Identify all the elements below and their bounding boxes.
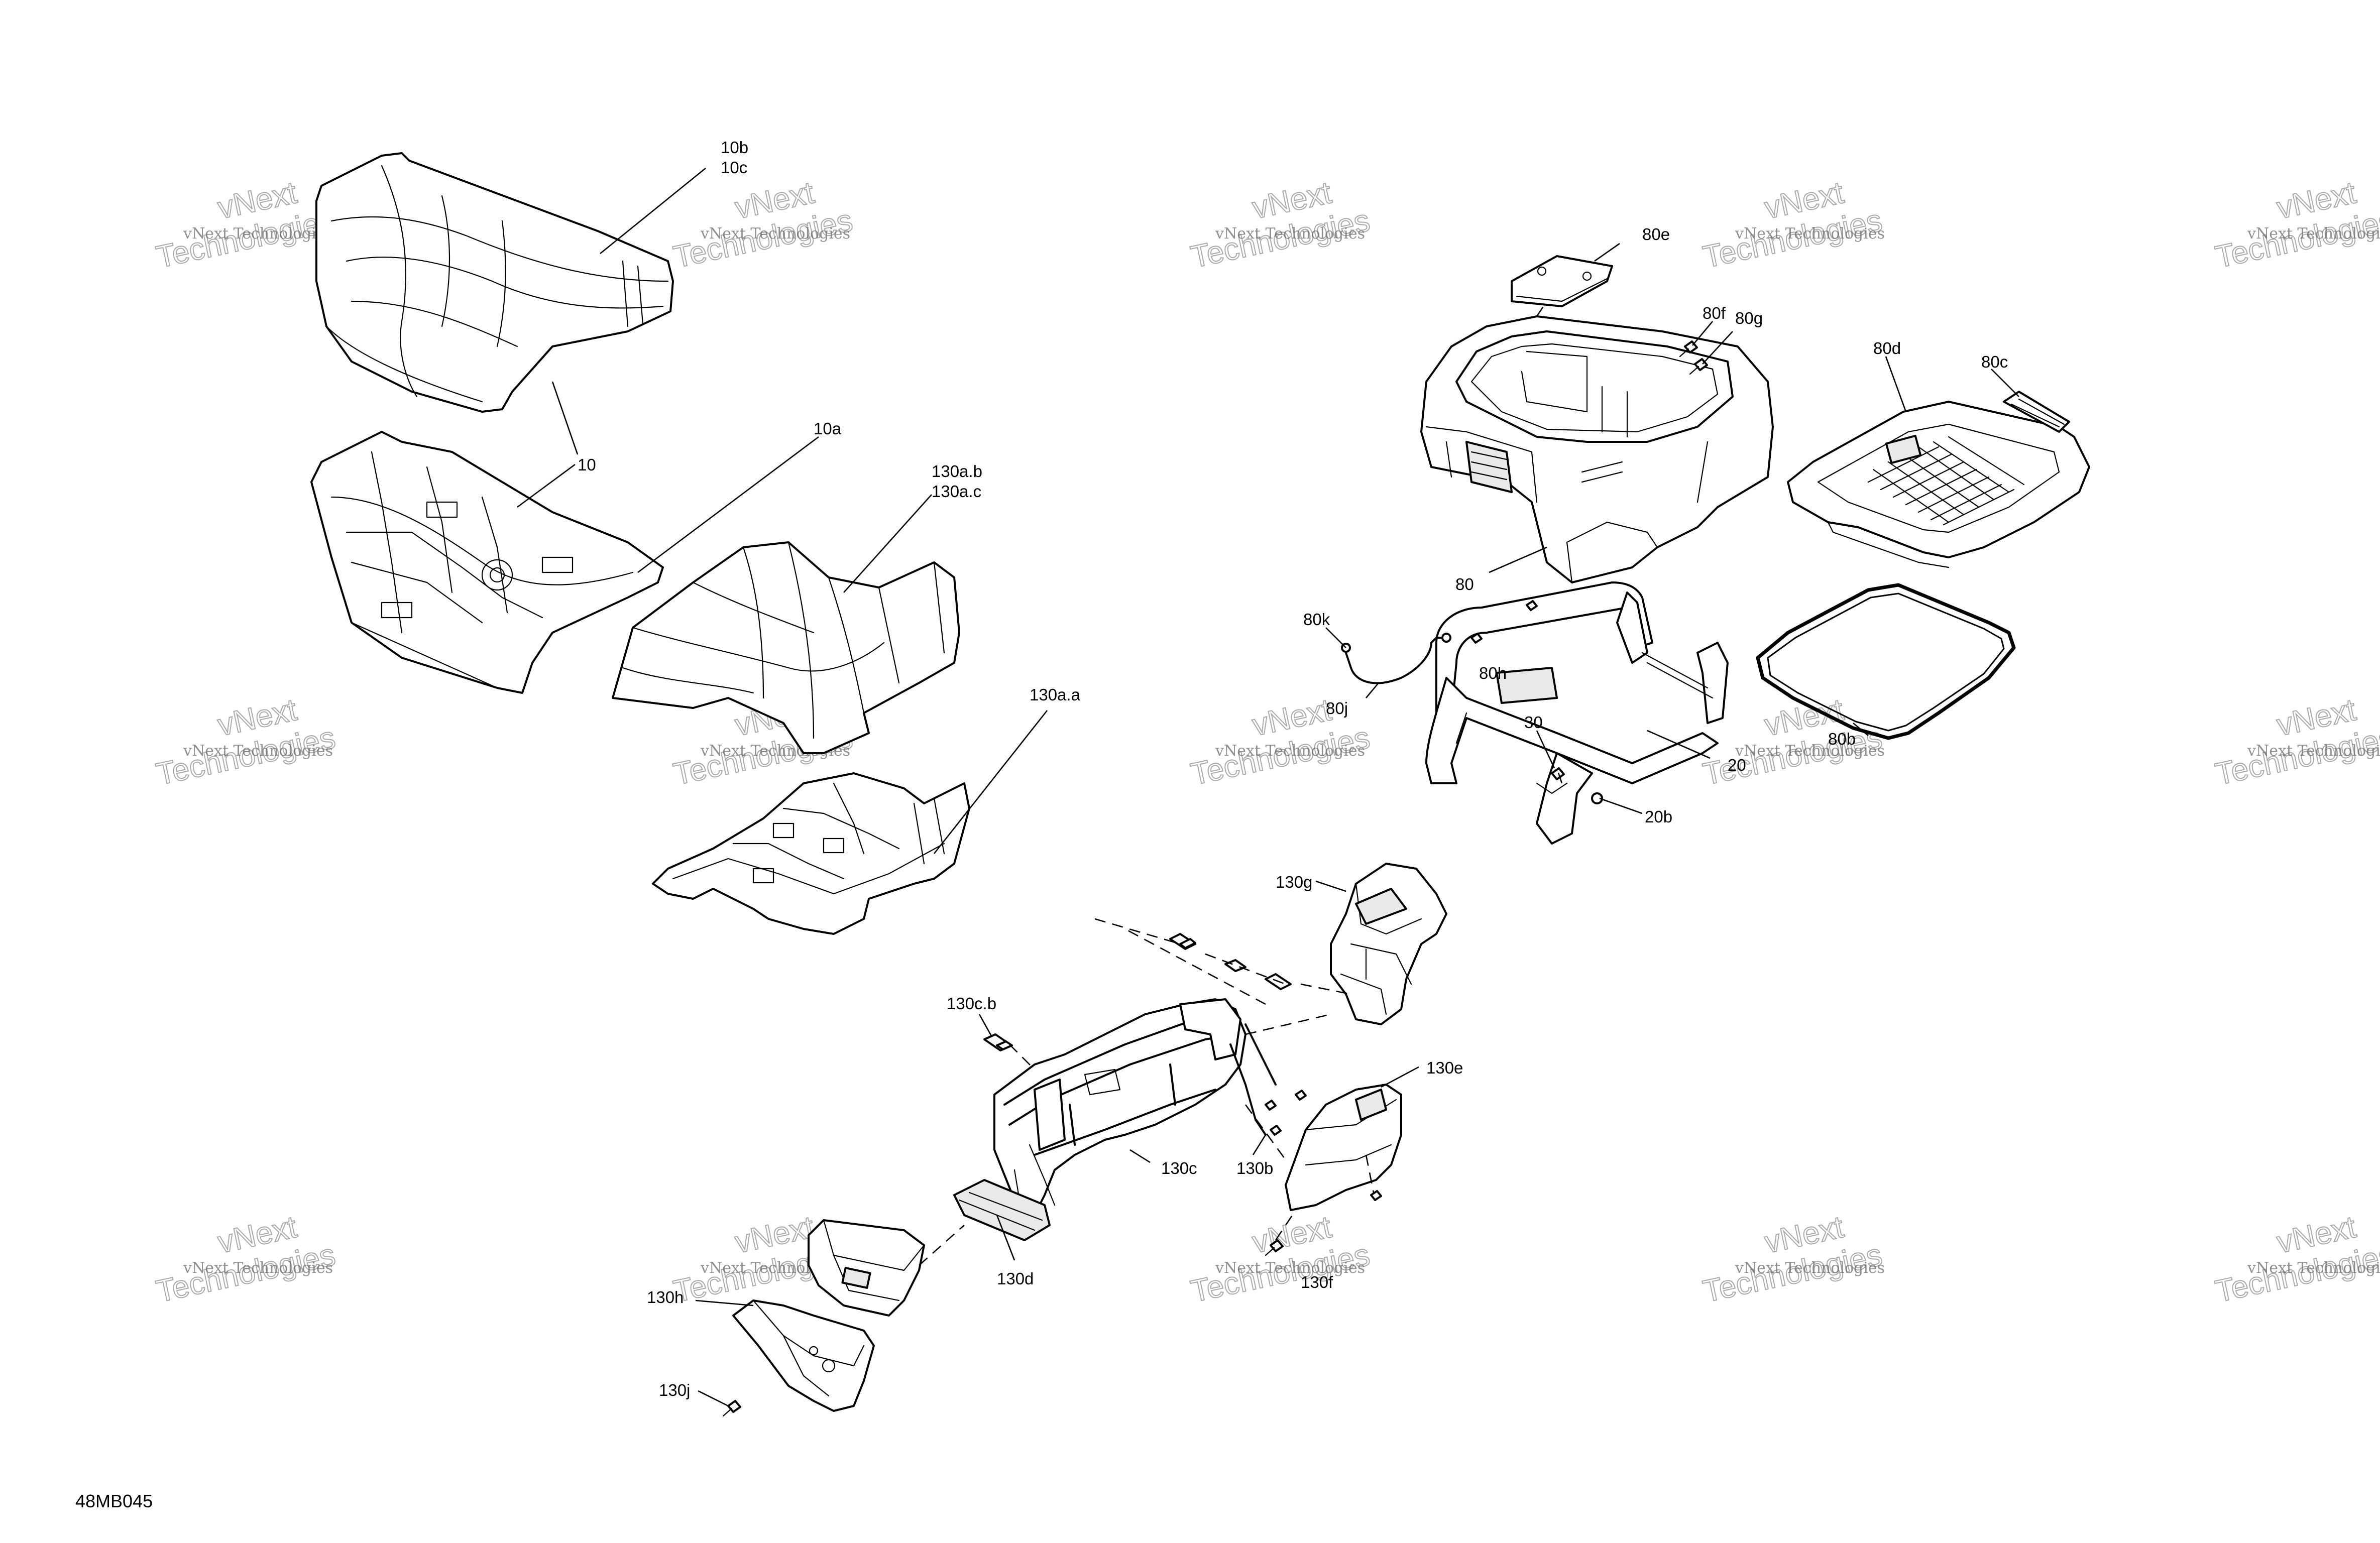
callout-130h: 130h <box>647 1288 684 1307</box>
part-seat-shell[interactable] <box>612 541 960 754</box>
part-bolt[interactable] <box>1265 1100 1277 1111</box>
callout-80: 80 <box>1455 575 1474 594</box>
callout-80b: 80b <box>1828 730 1856 748</box>
part-seat-cushion[interactable] <box>315 152 674 413</box>
watermark: vNext Technologies <box>1699 1209 1885 1310</box>
part-bolt[interactable] <box>1470 633 1483 644</box>
part-footrest-housing[interactable] <box>808 1219 925 1317</box>
watermark: vNext Technologies <box>2212 1209 2380 1310</box>
part-bolt[interactable] <box>1526 600 1538 611</box>
watermark-text: vNext Technologies <box>1215 1259 1365 1277</box>
lid-grid-pattern <box>1867 436 2025 526</box>
part-under-tray[interactable] <box>652 772 970 935</box>
watermark-text: vNext Technologies <box>183 225 333 243</box>
diagram-reference-number: 48MB045 <box>75 1491 153 1511</box>
watermark: vNext Technologies <box>670 175 856 275</box>
part-nut-20b[interactable] <box>1591 792 1603 804</box>
part-step-plate[interactable] <box>953 1179 1051 1241</box>
part-screw-130j[interactable] <box>722 1400 741 1417</box>
watermark-text: vNext Technologies <box>2247 742 2380 760</box>
part-seat-base-frame[interactable] <box>310 431 664 694</box>
callout-80k: 80k <box>1303 610 1330 629</box>
callout-80f: 80f <box>1703 304 1726 322</box>
callout-20b: 20b <box>1645 807 1672 826</box>
watermark-text: vNext Technologies <box>1215 742 1365 760</box>
leader-lines <box>517 167 2019 1407</box>
callout-130c: 130c <box>1161 1159 1197 1177</box>
callout-10a: 10a <box>814 419 842 438</box>
watermark: vNext Technologies <box>153 175 338 275</box>
callout-130f: 130f <box>1301 1273 1333 1291</box>
watermark: vNext Technologies <box>1187 175 1373 275</box>
part-cable-80j[interactable] <box>1341 633 1451 684</box>
callout-10c: 10c <box>721 158 747 177</box>
watermark: vNext Technologies <box>153 692 338 792</box>
callout-130g: 130g <box>1276 873 1312 891</box>
callout-130a-b: 130a.b <box>932 462 982 481</box>
part-screw-130f[interactable] <box>1265 1239 1284 1256</box>
watermark: vNext Technologies <box>2212 692 2380 792</box>
part-upper-bracket[interactable] <box>1330 863 1447 1025</box>
part-bolt[interactable] <box>1295 1090 1307 1101</box>
callout-10b: 10b <box>721 138 748 157</box>
watermark-text: vNext Technologies <box>1735 742 1885 760</box>
callout-80j: 80j <box>1326 699 1348 718</box>
callout-80h: 80h <box>1479 664 1507 682</box>
part-spacer-130cb[interactable] <box>983 1033 1013 1051</box>
callout-80e: 80e <box>1642 225 1670 244</box>
callout-130a-a: 130a.a <box>1030 685 1081 704</box>
watermark-text: vNext Technologies <box>1735 1259 1885 1277</box>
watermark-text: vNext Technologies <box>2247 225 2380 243</box>
watermark-text: vNext Technologies <box>1735 225 1885 243</box>
callout-20: 20 <box>1728 756 1746 774</box>
part-lid-seal[interactable] <box>1756 583 2016 740</box>
part-storage-box[interactable] <box>1420 315 1774 583</box>
watermark-text: vNext Technologies <box>2247 1259 2380 1277</box>
part-lower-bracket[interactable] <box>732 1299 875 1412</box>
callout-80d: 80d <box>1873 339 1901 358</box>
part-bolt[interactable] <box>1270 1125 1282 1136</box>
callout-130a-c: 130a.c <box>932 482 981 501</box>
part-lid-clip[interactable] <box>2003 391 2070 433</box>
watermark: vNext Technologies <box>2212 175 2380 275</box>
watermark-text: vNext Technologies <box>183 1259 333 1277</box>
callout-30: 30 <box>1524 713 1543 732</box>
callout-130c-b: 130c.b <box>947 994 996 1013</box>
watermark-text: vNext Technologies <box>183 742 333 760</box>
watermark: vNext Technologies <box>1699 175 1885 275</box>
callout-labels: 10b 10c 10 10a 130a.b 130a.c 130a.a 80e … <box>578 138 2008 1399</box>
callout-10: 10 <box>578 455 596 474</box>
part-spacer[interactable] <box>1169 933 1196 950</box>
callout-130d: 130d <box>997 1269 1034 1288</box>
part-label-80h[interactable] <box>1496 667 1558 704</box>
part-screw[interactable] <box>1370 1190 1382 1201</box>
part-side-panel[interactable] <box>1285 1084 1402 1211</box>
part-screw-30[interactable] <box>1551 767 1565 780</box>
callout-80c: 80c <box>1981 352 2008 371</box>
part-spacer[interactable] <box>1224 959 1246 972</box>
part-storage-lid[interactable] <box>1787 401 2090 568</box>
watermark-text: vNext Technologies <box>700 225 850 243</box>
part-rack-frame[interactable] <box>1425 581 1729 845</box>
assembly-dash-lines <box>919 301 1563 1266</box>
callout-80g: 80g <box>1735 309 1763 327</box>
part-lower-frame[interactable] <box>993 998 1277 1206</box>
watermark: vNext Technologies <box>153 1209 338 1310</box>
callout-130b: 130b <box>1236 1159 1273 1177</box>
part-latch-plate[interactable] <box>1511 255 1613 307</box>
watermark-text: vNext Technologies <box>1215 225 1365 243</box>
watermark: vNext Technologies <box>1187 1209 1373 1310</box>
callout-130e: 130e <box>1426 1058 1463 1077</box>
callout-130j: 130j <box>659 1381 690 1399</box>
